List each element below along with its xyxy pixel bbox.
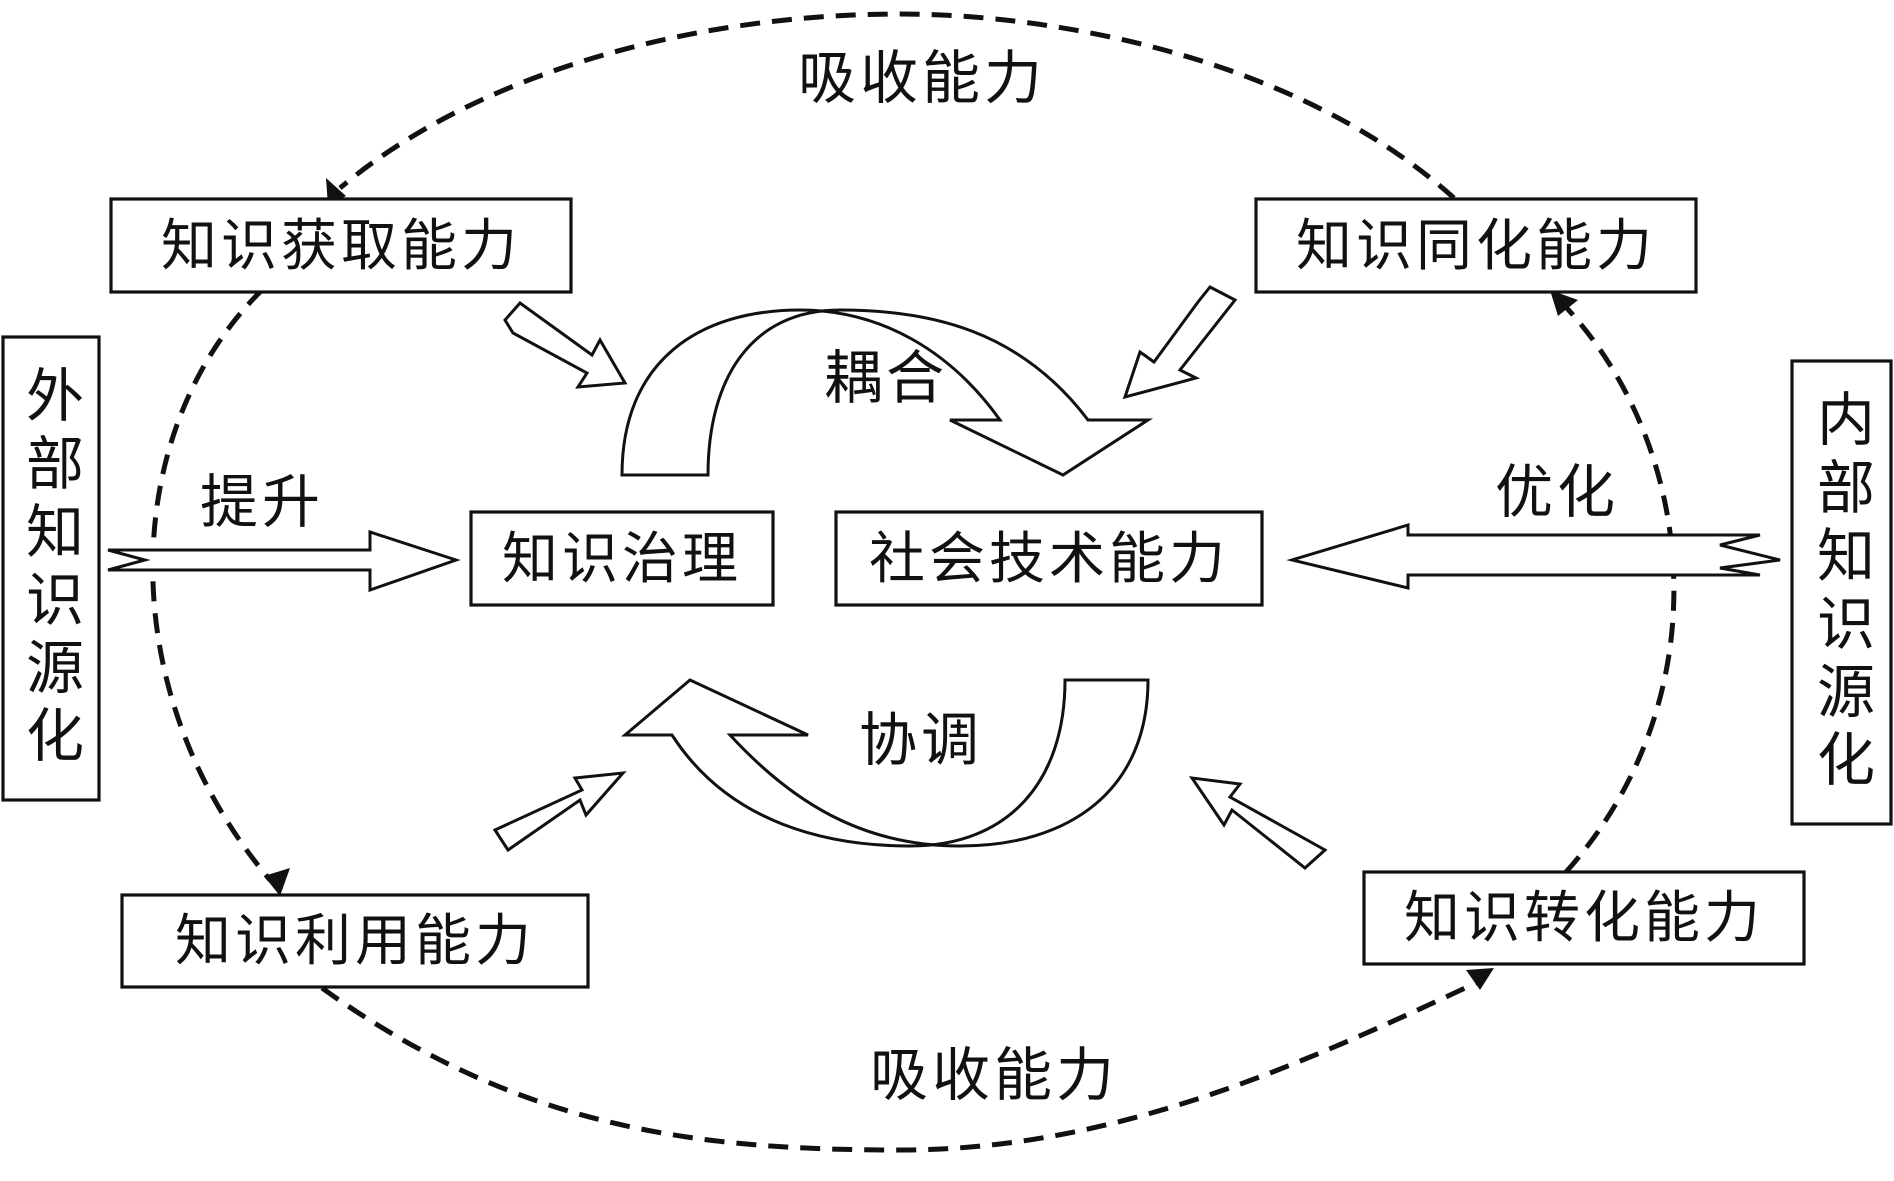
box-utilize: 知识利用能力 xyxy=(120,893,590,989)
arrow-optimize xyxy=(1286,522,1781,590)
box-socio-tech: 社会技术能力 xyxy=(834,510,1264,607)
label-coupling: 耦合 xyxy=(824,344,948,412)
label-absorb-bottom: 吸收能力 xyxy=(870,1041,1118,1109)
loop-head-transform xyxy=(1466,968,1494,990)
box-transform-label: 知识转化能力 xyxy=(1404,886,1764,951)
box-governance-label: 知识治理 xyxy=(502,527,742,592)
coordination-curved-arrow xyxy=(620,678,1150,848)
label-absorb-top: 吸收能力 xyxy=(798,44,1046,112)
box-internal-source: 内部知识源化 xyxy=(1790,359,1893,826)
box-utilize-label: 知识利用能力 xyxy=(175,909,535,974)
box-assimilate: 知识同化能力 xyxy=(1254,197,1698,294)
loop-head-utilize xyxy=(264,868,290,896)
arrow-promote xyxy=(107,529,461,593)
box-external-source-label: 外部知识源化 xyxy=(16,365,84,773)
loop-right-arc xyxy=(1562,303,1677,874)
box-transform: 知识转化能力 xyxy=(1362,870,1806,966)
loop-top-arc xyxy=(338,11,1456,200)
loop-left-arc xyxy=(150,288,272,882)
label-promote: 提升 xyxy=(200,468,324,536)
box-socio-tech-label: 社会技术能力 xyxy=(869,527,1229,592)
label-optimize: 优化 xyxy=(1495,458,1619,526)
arrow-acquire-to-center xyxy=(503,300,628,389)
loop-bottom-arc xyxy=(320,979,1480,1153)
loop-head-assimilate xyxy=(1550,290,1578,316)
box-governance: 知识治理 xyxy=(469,510,775,607)
box-acquire: 知识获取能力 xyxy=(109,197,573,294)
box-acquire-label: 知识获取能力 xyxy=(161,214,521,279)
arrow-transform-to-center xyxy=(1188,776,1328,870)
arrow-assimilate-to-center xyxy=(1122,285,1238,400)
box-assimilate-label: 知识同化能力 xyxy=(1296,214,1656,279)
box-external-source: 外部知识源化 xyxy=(1,335,101,802)
coupling-curved-arrow xyxy=(620,308,1154,477)
arrow-utilize-to-center xyxy=(492,771,627,853)
label-coordination: 协调 xyxy=(859,706,983,774)
box-internal-source-label: 内部知识源化 xyxy=(1807,389,1875,797)
